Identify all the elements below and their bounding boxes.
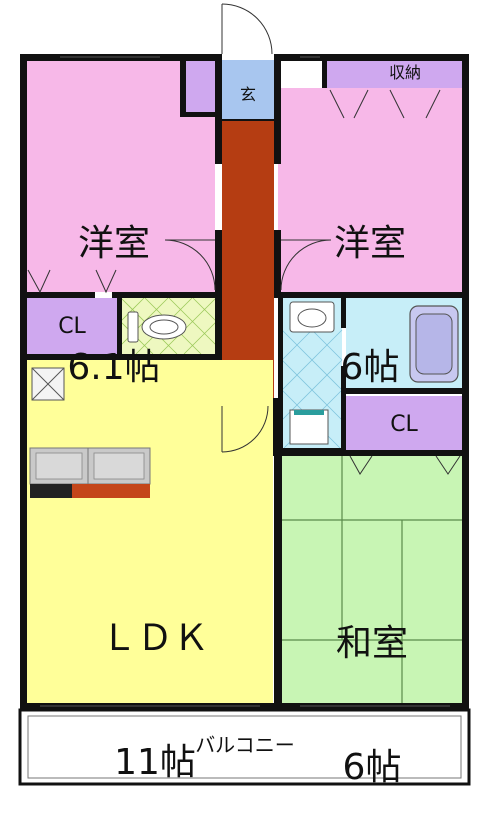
western-room-2-name: 洋室 bbox=[333, 222, 406, 264]
hallway-fill bbox=[222, 120, 274, 398]
japanese-room-size: 6帖 bbox=[342, 746, 402, 788]
ldk-fill bbox=[27, 360, 273, 703]
western-room-2-size: 6帖 bbox=[340, 346, 400, 388]
toilet-fixture bbox=[127, 311, 187, 343]
western-room-1-name: 洋室 bbox=[77, 222, 150, 264]
japanese-room-name: 和室 bbox=[335, 622, 408, 664]
japanese-room-fill bbox=[282, 456, 462, 703]
storage-fill bbox=[325, 60, 462, 88]
storage-label: 収納 bbox=[388, 63, 421, 82]
sink-left bbox=[35, 452, 83, 480]
balcony-label: バルコニー bbox=[195, 733, 295, 757]
front-door bbox=[221, 3, 273, 55]
ldk-name: ＬＤＫ bbox=[100, 617, 209, 659]
tatami-lines bbox=[282, 456, 462, 703]
balcony-outline bbox=[18, 708, 471, 786]
sink-right bbox=[93, 452, 145, 480]
western-room-2-label: 洋室 6帖 bbox=[310, 140, 430, 430]
closet-small-top-fill bbox=[186, 60, 216, 116]
washbasin bbox=[289, 301, 335, 333]
western-room-2-fill bbox=[278, 88, 462, 292]
door-swings bbox=[27, 89, 461, 475]
closet-right-label: CL bbox=[390, 412, 418, 437]
western-room-1-size: 6.1帖 bbox=[67, 346, 161, 388]
closet-left-label: CL bbox=[58, 314, 86, 339]
ldk-label: ＬＤＫ 11帖 bbox=[70, 535, 240, 825]
counter-edge-red bbox=[72, 484, 150, 498]
western-room-1-label: 洋室 6.1帖 bbox=[44, 140, 184, 430]
bathtub bbox=[409, 305, 459, 383]
floor-plan bbox=[18, 3, 471, 786]
entrance-label: 玄 bbox=[239, 85, 256, 104]
windows bbox=[40, 56, 450, 707]
ldk-size: 11帖 bbox=[114, 741, 196, 783]
entrance-fill bbox=[222, 60, 274, 120]
closet-left-fill bbox=[27, 298, 117, 354]
counter-edge-dark bbox=[30, 484, 72, 498]
closet-right-fill bbox=[346, 396, 462, 452]
japanese-room-label: 和室 6帖 bbox=[312, 540, 432, 830]
